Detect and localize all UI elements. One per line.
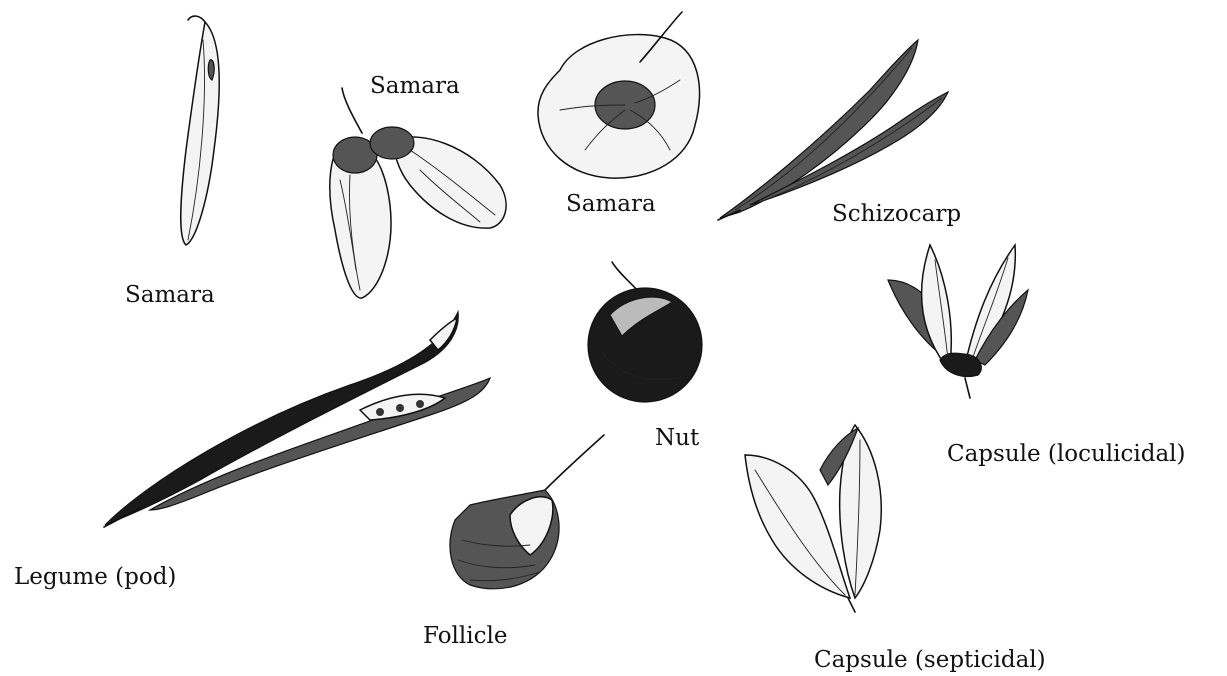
label-legume: Legume (pod): [14, 566, 176, 589]
capsule-septicidal-drawing: [745, 425, 881, 612]
samara-pod-drawing: [181, 16, 219, 245]
label-capsule-septicidal: Capsule (septicidal): [814, 649, 1046, 672]
schizocarp-drawing: [718, 40, 948, 220]
label-follicle: Follicle: [423, 625, 507, 648]
label-capsule-loculicidal: Capsule (loculicidal): [947, 443, 1186, 466]
label-schizocarp: Schizocarp: [832, 203, 961, 226]
label-samara-elm: Samara: [566, 193, 656, 216]
label-samara-maple: Samara: [370, 75, 460, 98]
legume-drawing: [104, 312, 490, 527]
nut-drawing: [588, 262, 702, 402]
capsule-loculicidal-drawing: [888, 245, 1028, 398]
follicle-drawing: [450, 435, 604, 589]
label-nut: Nut: [655, 427, 699, 450]
samara-maple-drawing: [330, 88, 506, 298]
label-samara-pod: Samara: [125, 284, 215, 307]
samara-elm-drawing: [538, 12, 700, 178]
